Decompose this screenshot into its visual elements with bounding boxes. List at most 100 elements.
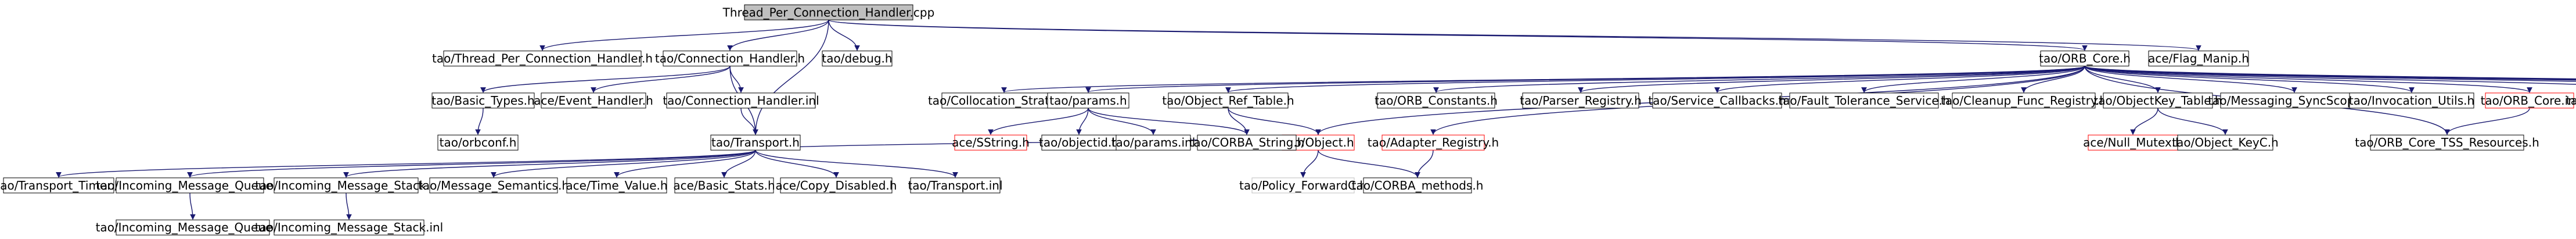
node-label: tao/Adapter_Registry.h: [1368, 135, 1499, 149]
node-sstring-h[interactable]: ace/SString.h: [952, 134, 1030, 151]
node-label: tao/Incoming_Message_Stack.inl: [255, 220, 443, 234]
edge-object_h-to-corbamethods_h: [1318, 149, 1420, 178]
edge-object_h-to-policyfwd_h: [1300, 150, 1319, 178]
node-corbamethods-h[interactable]: tao/CORBA_methods.h: [1352, 177, 1484, 194]
node-incmsgstack-h[interactable]: tao/Incoming_Message_Stack.h: [255, 177, 437, 194]
node-label: ace/Copy_Disabled.h: [776, 179, 897, 192]
node-parserreg-h[interactable]: tao/Parser_Registry.h: [1520, 92, 1642, 109]
node-box: [431, 92, 535, 109]
node-box: [1652, 92, 1782, 109]
node-box: [941, 92, 1067, 109]
node-label: tao/ORB_Core_TSS_Resources.h: [2355, 135, 2539, 149]
edge-orbcore_h-to-svcconfig_h: [2084, 65, 2576, 80]
node-incmsgqueue-h[interactable]: tao/Incoming_Message_Queue.h: [96, 177, 284, 194]
node-debug-h[interactable]: tao/debug.h: [822, 51, 893, 67]
node-box: [429, 177, 558, 194]
node-label: ace/Flag_Manip.h: [2148, 52, 2249, 66]
node-objectkeyc-h[interactable]: tao/Object_KeyC.h: [2172, 134, 2279, 151]
node-label: ace/Basic_Stats.h: [673, 179, 775, 192]
edge-incmsgstack_h-to-incmsgstack_inl: [346, 192, 352, 220]
node-objectid-h[interactable]: tao/objectid.h: [1039, 134, 1119, 151]
node-label: tao/params.inl: [1111, 135, 1196, 149]
node-transporttimer-h[interactable]: tao/Transport_Timer.h: [0, 177, 122, 194]
edge-transport_h-to-copydisabled_h: [755, 149, 839, 178]
node-incmsgqueue-inl[interactable]: tao/Incoming_Message_Queue.inl: [96, 219, 290, 236]
node-faulttol-h[interactable]: tao/Fault_Tolerance_Service.h: [1778, 92, 1950, 109]
node-label: tao/ObjectKey_Table.h: [2093, 94, 2222, 108]
node-orbconst-h[interactable]: tao/ORB_Constants.h: [1375, 92, 1498, 109]
node-svcctx-h[interactable]: tao/Service_Context_Handler_Registry.h: [2566, 93, 2576, 108]
edge-transport_h-to-incmsgstack_h: [343, 149, 756, 178]
node-label: tao/Basic_Types.h: [431, 94, 534, 108]
node-label: tao/Policy_ForwardC.h: [1239, 179, 1367, 192]
node-box: [1522, 92, 1639, 109]
node-label: tao/Transport.inl: [908, 179, 1002, 192]
edge-params_h-to-objectid_h: [1076, 108, 1089, 135]
node-orbcore-h[interactable]: tao/ORB_Core.h: [2039, 51, 2131, 67]
edge-conn_h-to-eventhandler_h: [591, 66, 731, 93]
node-corbastring-h[interactable]: tao/CORBA_String.h: [1189, 134, 1305, 151]
node-adapterreg-h[interactable]: tao/Adapter_Registry.h: [1368, 134, 1499, 151]
node-label: tao/Connection_Handler.h: [655, 52, 805, 66]
edge-objkeytable_h-to-objectkeyc_h: [2157, 108, 2228, 135]
node-box: [1047, 92, 1129, 109]
node-label: tao/params.h: [1049, 94, 1127, 108]
node-box: [1952, 92, 2096, 109]
node-box: [2177, 134, 2273, 151]
node-basicstats-h[interactable]: ace/Basic_Stats.h: [673, 177, 775, 194]
node-policyfwd-h[interactable]: tao/Policy_ForwardC.h: [1239, 177, 1367, 194]
node-box: [2220, 92, 2369, 109]
node-label: tao/orbconf.h: [440, 135, 517, 149]
node-box: [780, 177, 893, 194]
edge-orbcore_h-to-faulttol_h: [1861, 65, 2085, 93]
node-root[interactable]: Thread_Per_Connection_Handler.cpp: [722, 4, 935, 20]
node-conn-h[interactable]: tao/Connection_Handler.h: [655, 51, 805, 67]
node-eventhandler-h[interactable]: ace/Event_Handler.h: [534, 92, 653, 109]
edge-conn_h-to-basictypes_h: [480, 65, 731, 93]
node-svccallbacks-h[interactable]: tao/Service_Callbacks.h: [1648, 92, 1786, 109]
node-incmsgstack-inl[interactable]: tao/Incoming_Message_Stack.inl: [255, 219, 443, 236]
node-label: tao/Transport_Timer.h: [0, 179, 122, 192]
node-transport-h[interactable]: tao/Transport.h: [710, 134, 801, 151]
node-label: ace/SString.h: [952, 135, 1030, 149]
node-box: [2040, 51, 2129, 67]
node-flagmanip-h[interactable]: ace/Flag_Manip.h: [2148, 51, 2249, 67]
edge-params_h-to-params_inl: [1088, 108, 1156, 135]
node-objreftable-h[interactable]: tao/Object_Ref_Table.h: [1162, 92, 1294, 109]
edge-transport_h-to-basicstats_h: [721, 150, 756, 178]
node-box: [2148, 51, 2249, 67]
edge-orbcore_h-to-threadmgr_h: [2084, 65, 2576, 82]
node-box: [1377, 92, 1495, 109]
edge-params_h-to-corbastring_h: [1088, 108, 1250, 135]
node-msgsemantics-h[interactable]: tao/Message_Semantics.h: [418, 177, 569, 194]
node-invocation-h[interactable]: tao/Invocation_Utils.h: [2349, 92, 2474, 109]
node-box: [822, 51, 893, 67]
node-params-inl[interactable]: tao/params.inl: [1111, 134, 1196, 151]
node-timevalue-h[interactable]: ace/Time_Value.h: [566, 177, 668, 194]
node-orbconf-h[interactable]: tao/orbconf.h: [437, 134, 519, 151]
node-params-h[interactable]: tao/params.h: [1047, 92, 1129, 109]
node-box: [2103, 92, 2213, 109]
edge-objreftable_h-to-object_h: [1228, 108, 1321, 135]
node-box: [2088, 134, 2178, 151]
node-transport-inl[interactable]: tao/Transport.inl: [908, 177, 1003, 194]
node-tssres-h[interactable]: tao/ORB_Core_TSS_Resources.h: [2355, 134, 2539, 151]
node-basictypes-h[interactable]: tao/Basic_Types.h: [431, 92, 535, 109]
node-box: [3, 177, 114, 194]
edge-adapterreg_h-to-corbamethods_h: [1415, 150, 1434, 178]
edge-orbcore_h-to-msgsync_h: [2084, 66, 2297, 93]
edge-root-to-orbcore_h: [828, 19, 2088, 51]
node-copydisabled-h[interactable]: ace/Copy_Disabled.h: [776, 177, 897, 194]
node-cleanup-h[interactable]: tao/Cleanup_Func_Registry.h: [1941, 92, 2107, 109]
node-objkeytable-h[interactable]: tao/ObjectKey_Table.h: [2093, 92, 2222, 109]
node-label: ace/Null_Mutex.h: [2083, 135, 2183, 149]
edge-orbcore_h-to-lockadapter_h: [2084, 65, 2576, 81]
node-box: [1789, 92, 1939, 109]
edge-objkeytable_h-to-nullmutex_h: [2130, 108, 2158, 135]
node-conn-inl[interactable]: tao/Connection_Handler.inl: [663, 92, 819, 109]
edge-orbcore_h-to-svcctx_h: [2084, 65, 2576, 85]
node-label: tao/CORBA_String.h: [1189, 135, 1305, 149]
node-orbcore-inl[interactable]: tao/ORB_Core.inl: [2481, 92, 2576, 109]
node-tpch-h[interactable]: tao/Thread_Per_Connection_Handler.h: [432, 51, 653, 67]
node-nullmutex-h[interactable]: ace/Null_Mutex.h: [2083, 134, 2183, 151]
